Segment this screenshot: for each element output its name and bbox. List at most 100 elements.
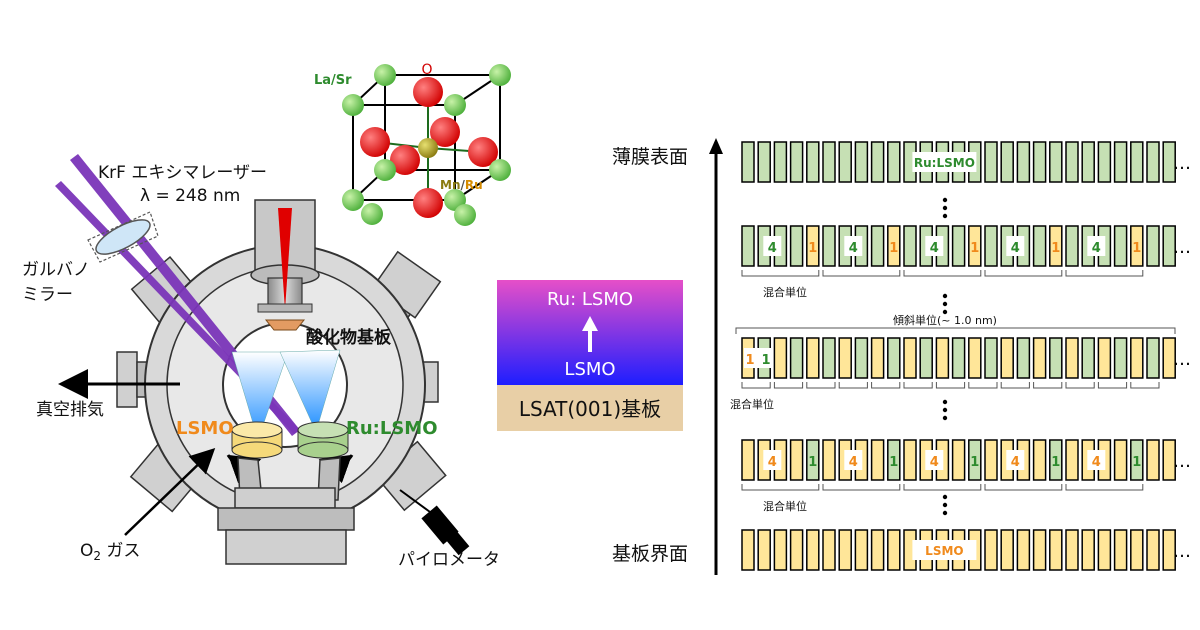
- layer-bar: [773, 141, 788, 183]
- layer-bar: [968, 439, 982, 481]
- layer-bar: [1113, 225, 1128, 267]
- layer-bar: [870, 529, 885, 571]
- tilt-sub-brace: [773, 382, 804, 389]
- row-gap-dot: [942, 197, 948, 203]
- film-stack: Ru: LSMO LSMO LSAT(001)基板: [497, 280, 683, 431]
- layer-bar: [968, 337, 982, 379]
- layer-bar: [870, 225, 885, 267]
- layer-bar: [887, 141, 901, 183]
- layer-bar: [887, 529, 901, 571]
- layer-bar: [854, 529, 869, 571]
- layer-bar: [1016, 529, 1031, 571]
- target-lsmo: [231, 421, 283, 459]
- row-ellipsis: …: [1173, 153, 1191, 174]
- layer-bar: [789, 225, 804, 267]
- mix-unit-brace: [984, 270, 1063, 277]
- layer-bar: [1113, 337, 1128, 379]
- gas-inlet-arrow: [124, 448, 216, 536]
- layer-bar: [968, 225, 982, 267]
- layer-bar: [984, 141, 998, 183]
- exhaust-label: 真空排気: [36, 400, 104, 420]
- row-ellipsis: …: [1173, 541, 1191, 562]
- mix-unit-brace: [984, 484, 1063, 491]
- mix-count-a: 4: [768, 241, 777, 256]
- layer-bar: [1130, 439, 1144, 481]
- layer-bar: [1032, 439, 1047, 481]
- layer-bar: [1081, 337, 1095, 379]
- layer-bar: [1032, 141, 1047, 183]
- tilt-num-bg: [744, 348, 772, 368]
- mix-count-a: 4: [849, 241, 858, 256]
- row-gap-dot: [942, 510, 948, 516]
- number-bg: [925, 236, 944, 256]
- layer-bar: [1146, 337, 1160, 379]
- mix-unit-brace: [903, 270, 982, 277]
- row-gap-dot: [942, 502, 948, 508]
- pld-chamber: O La/Sr Mn/Ru KrF エキシマレーザー λ = 248 nm ガル…: [22, 62, 511, 570]
- gas-label: O2 ガス: [80, 541, 140, 563]
- layer-bar: [806, 337, 820, 379]
- row-gap-dot: [942, 415, 948, 421]
- layer-bar: [789, 529, 804, 571]
- mix-unit-brace: [822, 484, 901, 491]
- layer-bar: [951, 337, 966, 379]
- layer-bar: [887, 439, 901, 481]
- layer-bar: [1162, 141, 1176, 183]
- label-la-sr: La/Sr: [314, 73, 352, 88]
- layer-bar: [822, 439, 836, 481]
- layer-bar: [1162, 439, 1176, 481]
- row-tag: Ru:LSMO: [914, 156, 975, 170]
- layer-bar: [870, 141, 885, 183]
- layer-bar: [838, 529, 852, 571]
- layer-bar: [1162, 529, 1176, 571]
- number-bg: [844, 236, 863, 256]
- layer-bar: [789, 141, 804, 183]
- layer-bar: [1130, 337, 1144, 379]
- stack-substrate-label: LSAT(001)基板: [519, 397, 661, 421]
- tilt-sub-brace: [741, 382, 771, 389]
- layer-bar: [919, 337, 933, 379]
- substrate-label: 酸化物基板: [306, 327, 392, 348]
- tilt-sub-brace: [806, 382, 836, 389]
- interface-label: 基板界面: [612, 543, 688, 565]
- layer-bar: [1065, 439, 1079, 481]
- number-bg: [844, 450, 863, 470]
- tilt-sub-brace: [838, 382, 868, 389]
- pyrometer: [399, 489, 470, 556]
- layer-bar: [838, 337, 852, 379]
- tilt-sub-brace: [903, 382, 933, 389]
- stack-up-arrow: [582, 316, 598, 352]
- heater-red-beam: [278, 208, 292, 310]
- mix-unit-label: 混合単位: [763, 285, 807, 299]
- layer-bar: [951, 225, 966, 267]
- mix-unit-brace: [741, 270, 820, 277]
- layer-bar: [1162, 225, 1176, 267]
- layer-bar: [903, 225, 917, 267]
- layer-bar: [984, 439, 998, 481]
- layer-bar: [1113, 439, 1128, 481]
- layer-bar: [757, 141, 771, 183]
- tilt-num-green: 1: [761, 353, 770, 368]
- mix-count-a: 4: [930, 241, 939, 256]
- tilt-sub-brace: [935, 382, 966, 389]
- layer-bar: [773, 337, 788, 379]
- layer-bar: [773, 529, 788, 571]
- layer-bar: [1049, 141, 1063, 183]
- galvano-label-line1: ガルバノ: [22, 260, 90, 280]
- layer-bar: [870, 439, 885, 481]
- layer-bar: [1146, 141, 1160, 183]
- layer-bar: [1032, 225, 1047, 267]
- layer-bar: [1097, 529, 1112, 571]
- tilt-sub-brace: [968, 382, 998, 389]
- row-tag-bg: [912, 540, 977, 560]
- layer-bar: [822, 141, 836, 183]
- mix-count-b: 1: [970, 241, 979, 256]
- layer-bar: [1097, 141, 1112, 183]
- mix-unit-brace: [903, 484, 982, 491]
- layer-bar: [822, 529, 836, 571]
- layer-bar: [822, 225, 836, 267]
- row-gap-dot: [942, 205, 948, 211]
- layer-bar: [1130, 141, 1144, 183]
- number-bg: [1087, 236, 1106, 256]
